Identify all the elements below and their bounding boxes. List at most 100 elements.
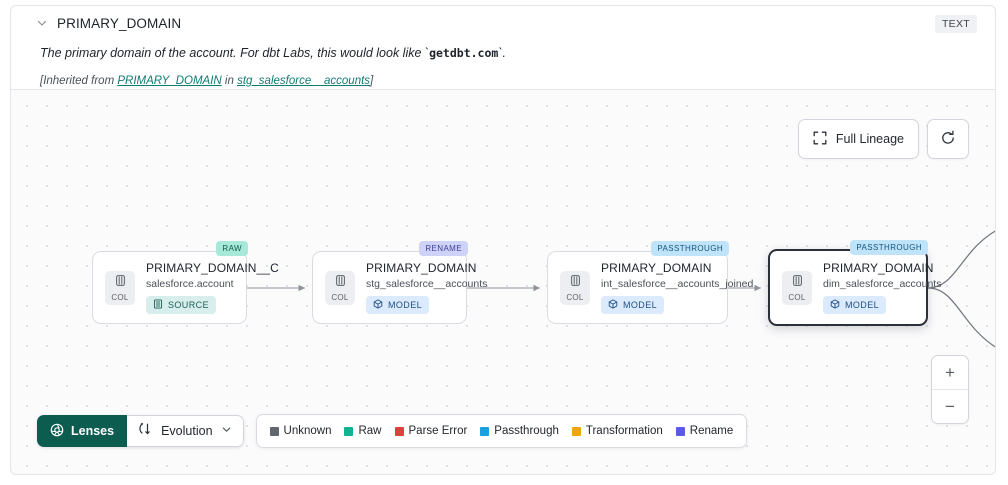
node-column-name: PRIMARY_DOMAIN xyxy=(601,261,712,275)
column-chip: COL xyxy=(782,270,812,305)
cube-icon xyxy=(608,299,618,311)
legend-item: Parse Error xyxy=(394,425,468,437)
column-chip: COL xyxy=(560,270,590,305)
inherited-middle: in xyxy=(221,75,238,87)
column-chip-label: COL xyxy=(566,292,584,302)
legend-swatch xyxy=(269,426,279,436)
column-header-card: PRIMARY_DOMAIN TEXT The primary domain o… xyxy=(10,5,996,89)
lenses-label: Lenses xyxy=(71,424,115,438)
type-badge: TEXT xyxy=(934,15,977,33)
column-chip-label: COL xyxy=(331,292,349,302)
description-suffix: `. xyxy=(498,46,506,60)
column-chip-label: COL xyxy=(788,292,806,302)
refresh-icon xyxy=(940,130,956,149)
node-kind-label: SOURCE xyxy=(168,300,209,310)
node-table-name: dim_salesforce_accounts xyxy=(823,278,942,290)
legend-swatch xyxy=(675,426,685,436)
column-chip: COL xyxy=(325,270,355,305)
legend-item: Transformation xyxy=(571,425,663,437)
column-description: The primary domain of the account. For d… xyxy=(40,46,506,60)
description-prefix: The primary domain of the account. For d… xyxy=(40,46,430,60)
node-body: PRIMARY_DOMAIN int_salesforce__accounts_j… xyxy=(601,261,753,314)
inherited-from-note: [Inherited from PRIMARY_DOMAIN in stg_sa… xyxy=(40,75,373,87)
legend-label: Parse Error xyxy=(408,425,468,437)
node-kind-badge: MODEL xyxy=(601,296,665,314)
node-column-name: PRIMARY_DOMAIN xyxy=(366,261,477,275)
legend-item: Passthrough xyxy=(480,425,559,437)
node-table-name: salesforce.account xyxy=(146,278,234,290)
node-kind-badge: MODEL xyxy=(823,296,887,314)
legend-label: Passthrough xyxy=(494,425,559,437)
node-lens-tag: RAW xyxy=(216,241,248,256)
refresh-button[interactable] xyxy=(927,119,969,159)
column-icon xyxy=(791,274,804,292)
column-icon xyxy=(569,274,582,292)
legend-label: Unknown xyxy=(283,425,332,437)
column-icon xyxy=(334,274,347,292)
page-title: PRIMARY_DOMAIN xyxy=(57,15,182,31)
database-icon xyxy=(153,299,163,311)
flow-branch-icon xyxy=(138,422,153,440)
node-kind-badge: MODEL xyxy=(366,296,430,314)
node-column-name: PRIMARY_DOMAIN xyxy=(823,261,934,275)
full-lineage-label: Full Lineage xyxy=(835,132,904,146)
node-lens-tag: PASSTHROUGH xyxy=(850,240,928,255)
evolution-label: Evolution xyxy=(161,424,213,438)
lenses-button[interactable]: Lenses xyxy=(37,415,128,447)
expand-icon xyxy=(813,131,827,148)
node-table-name: stg_salesforce__accounts xyxy=(366,278,488,290)
zoom-controls: + − xyxy=(931,355,969,424)
column-chip-label: COL xyxy=(111,292,129,302)
legend-label: Transformation xyxy=(585,425,663,437)
legend-swatch xyxy=(394,426,404,436)
aperture-icon xyxy=(50,423,64,440)
inherited-suffix: ] xyxy=(370,75,374,87)
evolution-dropdown[interactable]: Evolution xyxy=(127,415,244,447)
zoom-in-button[interactable]: + xyxy=(945,362,955,382)
legend-swatch xyxy=(480,426,490,436)
chevron-down-icon xyxy=(221,424,232,438)
inherited-prefix: [Inherited from xyxy=(40,75,118,87)
node-kind-label: MODEL xyxy=(388,300,423,310)
legend-label: Rename xyxy=(689,425,734,437)
column-icon xyxy=(114,274,127,292)
column-chip: COL xyxy=(105,270,135,305)
zoom-out-button[interactable]: − xyxy=(932,389,968,423)
cube-icon xyxy=(373,299,383,311)
node-kind-badge: SOURCE xyxy=(146,296,216,314)
header-top-row: PRIMARY_DOMAIN xyxy=(11,6,995,40)
full-lineage-button[interactable]: Full Lineage xyxy=(797,119,919,159)
node-lens-tag: PASSTHROUGH xyxy=(651,241,729,256)
chevron-down-icon[interactable] xyxy=(31,12,53,34)
legend-label: Raw xyxy=(358,425,382,437)
node-column-name: PRIMARY_DOMAIN__C xyxy=(146,261,279,275)
lineage-node[interactable]: COL PRIMARY_DOMAIN stg_salesforce__account… xyxy=(312,241,487,324)
node-inner: COL PRIMARY_DOMAIN dim_salesforce_accounts… xyxy=(770,240,941,324)
lineage-node[interactable]: COL PRIMARY_DOMAIN dim_salesforce_accounts… xyxy=(768,240,941,326)
inherited-model-link[interactable]: stg_salesforce__accounts xyxy=(237,75,371,87)
legend-swatch xyxy=(571,426,581,436)
legend-item: Rename xyxy=(675,425,734,437)
canvas-top-controls: Full Lineage xyxy=(797,119,969,159)
node-table-name: int_salesforce__accounts_joined xyxy=(601,278,754,290)
lenses-group: Lenses Evolution xyxy=(37,415,244,447)
color-legend: Unknown Raw Parse Error Passthrough Transfor… xyxy=(255,414,748,448)
legend-item: Raw xyxy=(344,425,382,437)
node-lens-tag: RENAME xyxy=(419,241,468,256)
legend-swatch xyxy=(344,426,354,436)
canvas-bottom-bar: Lenses Evolution xyxy=(37,414,748,448)
node-inner: COL PRIMARY_DOMAIN stg_salesforce__account… xyxy=(313,241,487,323)
legend-item: Unknown xyxy=(269,425,332,437)
lineage-node[interactable]: COL PRIMARY_DOMAIN int_salesforce__account… xyxy=(547,241,753,324)
cube-icon xyxy=(830,299,840,311)
inherited-column-link[interactable]: PRIMARY_DOMAIN xyxy=(117,75,222,87)
description-code: getdbt.com xyxy=(429,46,499,60)
node-kind-label: MODEL xyxy=(845,300,880,310)
